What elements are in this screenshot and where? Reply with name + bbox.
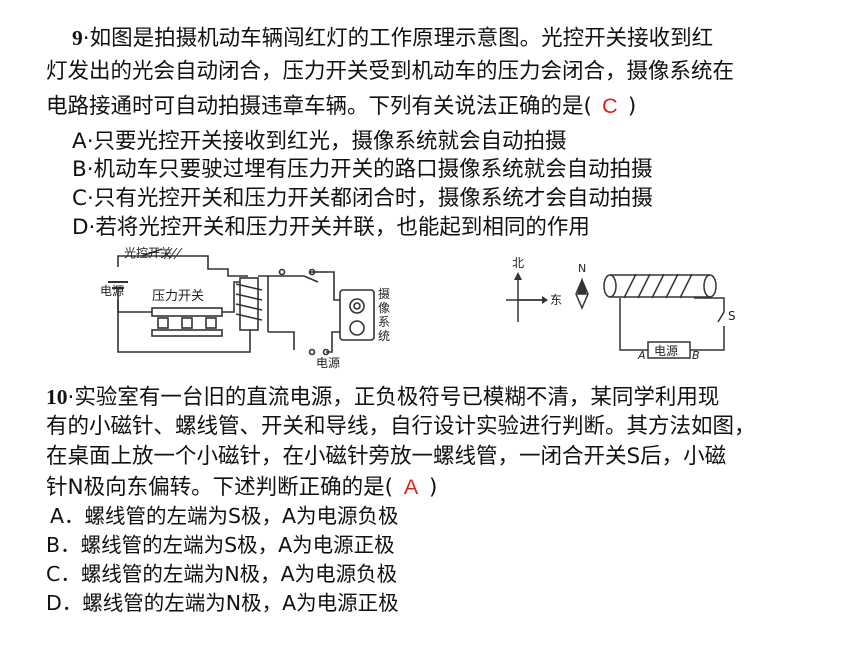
q10-option-d: D．螺线管的左端为N极，A为电源正极	[46, 591, 399, 615]
switch-s-label: S	[728, 309, 736, 323]
q9-paren-close: )	[627, 94, 637, 119]
q10-option-a: A．螺线管的左端为S极，A为电源负极	[50, 504, 399, 528]
q10-paren-close: )	[428, 475, 438, 500]
solenoid-compass-diagram: 北 东 N S 电源 A B	[506, 256, 736, 362]
q9-option-d: D·若将光控开关和压力开关并联，也能起到相同的作用	[72, 215, 590, 240]
q10-answer: A	[403, 475, 419, 499]
power-label: 电源	[654, 344, 678, 358]
q9-stem-part1: ·如图是拍摄机动车辆闯红灯的工作原理示意图。光控开关接收到红	[82, 26, 714, 51]
q9-line2: 灯发出的光会自动闭合，压力开关受到机动车的压力会闭合，摄像系统在	[46, 59, 735, 84]
q10-stem-part4: 针N极向东偏转。下述判断正确的是(	[46, 475, 393, 500]
q10-option-b: B．螺线管的左端为S极，A为电源正极	[46, 533, 395, 557]
camera-label-4: 统	[378, 329, 390, 343]
bottom-power-label: 电源	[316, 356, 340, 370]
q9-option-c: C·只有光控开关和压力开关都闭合时，摄像系统才会自动拍摄	[72, 186, 653, 211]
needle-n-label: N	[578, 262, 586, 275]
camera-label-2: 像	[378, 301, 390, 315]
q10-line3: 在桌面上放一个小磁针，在小磁针旁放一螺线管，一闭合开关S后，小磁	[46, 444, 727, 469]
east-label: 东	[550, 293, 562, 307]
q10-line2: 有的小磁针、螺线管、开关和导线，自行设计实验进行判断。其方法如图，	[46, 414, 756, 439]
q10-line1: 10·实验室有一台旧的直流电源，正负极符号已模糊不清，某同学利用现	[46, 383, 719, 412]
q9-number: 9	[72, 26, 83, 50]
q10-line4: 针N极向东偏转。下述判断正确的是( A)	[46, 473, 437, 502]
light-switch-label: 光控开关	[124, 246, 172, 260]
q9-stem-part3: 电路接通时可自动拍摄违章车辆。下列有关说法正确的是(	[46, 94, 592, 119]
terminal-a-label: A	[637, 349, 646, 362]
camera-label-3: 系	[378, 315, 390, 329]
q10-option-c: C．螺线管的左端为N极，A为电源负极	[46, 562, 398, 586]
q10-stem-part1: ·实验室有一台旧的直流电源，正负极符号已模糊不清，某同学利用现	[67, 385, 720, 410]
q9-line1: 9·如图是拍摄机动车辆闯红灯的工作原理示意图。光控开关接收到红	[72, 24, 713, 53]
q9-option-a: A·只要光控开关接收到红光，摄像系统就会自动拍摄	[72, 129, 567, 154]
q9-line3: 电路接通时可自动拍摄违章车辆。下列有关说法正确的是( C)	[46, 92, 636, 121]
pressure-switch-label: 压力开关	[152, 289, 204, 304]
camera-label-1: 摄	[378, 286, 390, 301]
q10-number: 10	[46, 385, 68, 409]
terminal-b-label: B	[692, 349, 700, 362]
q9-answer: C	[602, 94, 618, 118]
red-light-camera-circuit-diagram: 光控开关 电源 压力开关 电源 摄 像 系 统	[100, 246, 390, 370]
north-label: 北	[512, 256, 524, 270]
left-power-label: 电源	[100, 284, 124, 298]
q9-option-b: B·机动车只要驶过埋有压力开关的路口摄像系统就会自动拍摄	[72, 157, 653, 182]
